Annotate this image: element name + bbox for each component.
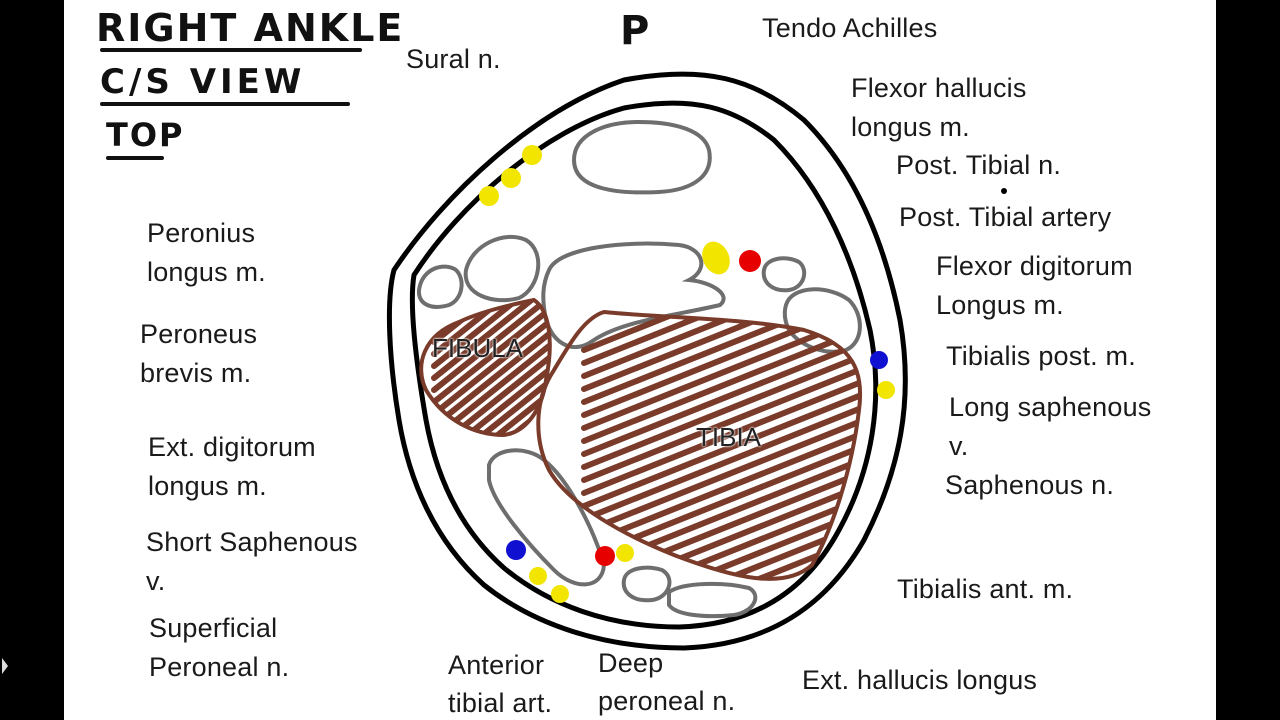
label-deep-peroneal-1: Deep — [598, 648, 664, 678]
fascia-outline — [409, 100, 879, 630]
label-anterior-tibial-2: tibial art. — [448, 688, 553, 718]
hatch-line — [581, 312, 861, 353]
label-dot-mark — [1001, 188, 1007, 194]
label-tendo-achilles: Tendo Achilles — [762, 13, 938, 43]
fibula-outline — [419, 297, 552, 438]
label-fhl-1: Flexor hallucis — [851, 73, 1027, 103]
label-anterior-tibial-1: Anterior — [448, 650, 545, 680]
peroneus-brevis-shape — [463, 234, 541, 303]
tendo-achilles-shape — [571, 119, 712, 195]
hatch-line — [431, 363, 550, 435]
hatch-line — [581, 417, 861, 535]
peroneus-longus-shape — [417, 264, 464, 309]
label-fdl-2: Longus m. — [936, 290, 1064, 320]
label-peroneus-brevis-2: brevis m. — [140, 358, 252, 388]
label-long-saphenous-1: Long saphenous — [949, 392, 1152, 422]
label-saphenous-n: Saphenous n. — [945, 470, 1115, 500]
diagram-canvas: RIGHT ANKLE C/S VIEW TOP P — [64, 0, 1216, 720]
hatch-line — [431, 300, 550, 345]
hatch-line — [581, 312, 861, 392]
hatch-line — [581, 313, 861, 431]
post-tibial-artery-dot — [739, 250, 761, 272]
label-deep-peroneal-2: peroneal n. — [598, 686, 736, 716]
hatch-line — [581, 339, 861, 457]
long-saphenous-vein-dot — [870, 351, 888, 369]
title-underline-1 — [100, 48, 362, 52]
posterior-marker: P — [620, 8, 650, 54]
hatch-line — [431, 300, 550, 369]
hatch-line — [581, 352, 861, 470]
hatch-line — [581, 508, 861, 579]
title-underline-3 — [106, 156, 164, 160]
title-line-1: RIGHT ANKLE — [96, 6, 405, 50]
hatch-line — [431, 315, 550, 417]
label-ext-hallucis: Ext. hallucis longus — [802, 665, 1038, 695]
label-short-saphenous-1: Short Saphenous — [146, 527, 358, 557]
hatch-line — [431, 300, 550, 393]
hatch-line — [431, 300, 550, 381]
label-sural-n: Sural n. — [406, 44, 501, 74]
flexor-digitorum-shape — [761, 256, 807, 293]
anterior-tibial-artery-dot — [595, 546, 615, 566]
label-fhl-2: longus m. — [851, 112, 970, 142]
post-tibial-nerve-dot — [702, 241, 730, 275]
hatch-line — [581, 430, 861, 548]
mouse-cursor-icon — [2, 658, 8, 674]
hatch-line — [581, 378, 861, 496]
hatch-line — [581, 495, 861, 579]
label-post-tibial-artery: Post. Tibial artery — [899, 202, 1112, 232]
label-ext-digitorum-1: Ext. digitorum — [148, 432, 316, 462]
hatch-line — [581, 404, 861, 522]
hatch-line — [581, 312, 861, 405]
tibialis-anterior-shape — [667, 581, 758, 619]
label-tibialis-ant: Tibialis ant. m. — [897, 574, 1074, 604]
superficial-peroneal-dot-1 — [529, 567, 547, 585]
tibialis-posterior-shape — [782, 287, 862, 354]
sural-nerve-dot-3 — [479, 186, 499, 206]
deep-peroneal-nerve-dot — [616, 544, 634, 562]
saphenous-nerve-dot — [877, 381, 895, 399]
sural-nerve-dot-1 — [522, 145, 542, 165]
ankle-cross-section — [386, 71, 908, 651]
short-saphenous-vein-dot — [506, 540, 526, 560]
label-superficial-peroneal-2: Peroneal n. — [149, 652, 290, 682]
hatch-line — [581, 521, 861, 579]
label-superficial-peroneal-1: Superficial — [149, 613, 278, 643]
hatch-line — [581, 326, 861, 444]
hatch-line — [431, 327, 550, 429]
label-short-saphenous-2: v. — [146, 566, 166, 596]
label-peronius-longus-2: longus m. — [147, 257, 266, 287]
hatch-line — [581, 391, 861, 509]
label-post-tibial-n: Post. Tibial n. — [896, 150, 1062, 180]
label-fdl-1: Flexor digitorum — [936, 251, 1133, 281]
hatch-line — [431, 375, 550, 435]
skin-outer-outline — [386, 71, 908, 651]
hatch-line — [431, 387, 550, 435]
sural-nerve-dot-2 — [501, 168, 521, 188]
ext-digitorum-shape — [487, 448, 607, 587]
hatch-line — [431, 303, 550, 405]
fibula-label: FIBULA — [432, 333, 524, 363]
label-long-saphenous-2: v. — [949, 431, 969, 461]
title-line-2: C/S VIEW — [100, 62, 306, 102]
label-peroneus-brevis-1: Peroneus — [140, 319, 258, 349]
label-tibialis-post: Tibialis post. m. — [946, 341, 1136, 371]
tibia-label: TIBIA — [696, 422, 762, 452]
label-ext-digitorum-2: longus m. — [148, 471, 267, 501]
label-peronius-longus-1: Peronius — [147, 218, 256, 248]
hatch-line — [581, 365, 861, 483]
title-line-3: TOP — [106, 116, 185, 154]
hatch-line — [581, 312, 861, 366]
superficial-peroneal-dot-2 — [551, 585, 569, 603]
title-underline-2 — [100, 102, 350, 106]
ext-hallucis-shape — [621, 565, 672, 603]
